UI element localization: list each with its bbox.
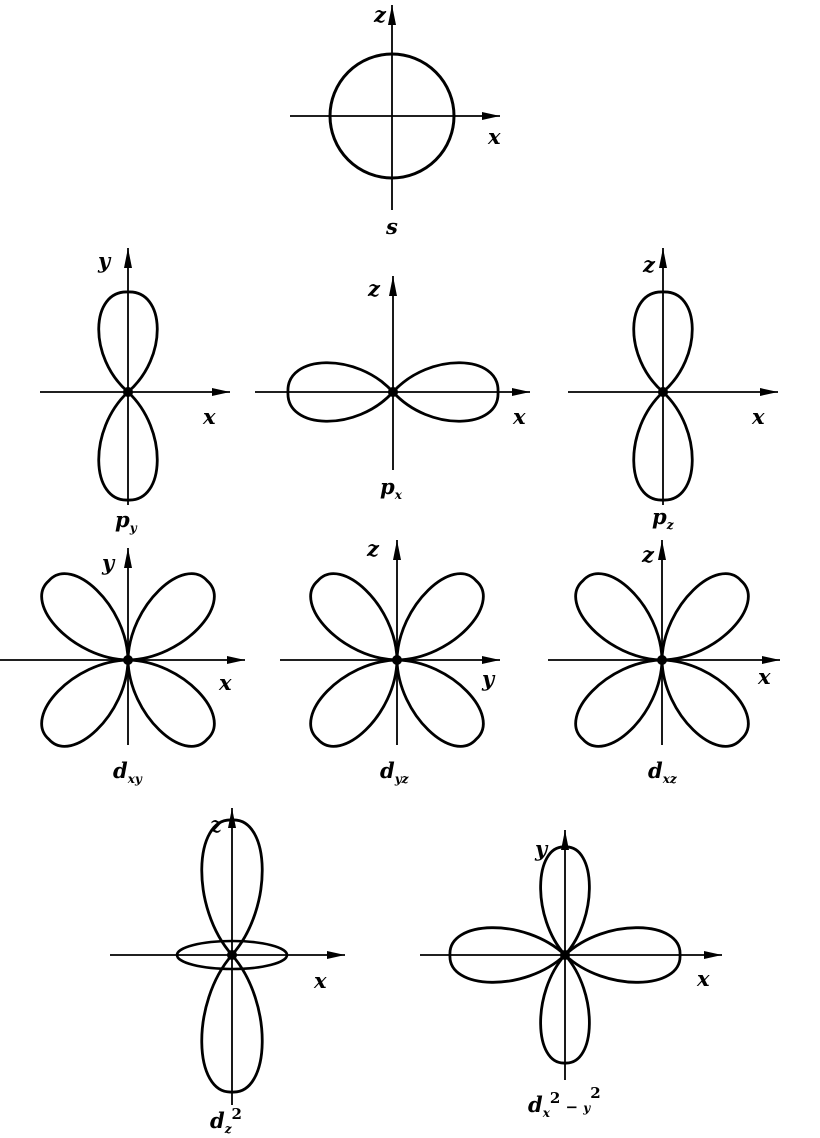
vertical-axis-label: z xyxy=(641,542,655,567)
nucleus-dot xyxy=(227,950,237,960)
orbital-torus xyxy=(175,939,289,971)
horizontal-axis-label: x xyxy=(751,404,765,429)
orbital-label: pz xyxy=(652,504,675,532)
horizontal-axis-label: x xyxy=(512,404,526,429)
orbital-dyz: z y dyz xyxy=(280,536,500,786)
orbital-lobe xyxy=(200,818,264,958)
orbital-dx2y2: y x dx2 − y2 xyxy=(420,830,722,1120)
nucleus-dot xyxy=(388,387,398,397)
orbital-label: dxz xyxy=(648,758,678,786)
orbital-lobe xyxy=(126,658,216,748)
orbital-dxy: y x dxy xyxy=(0,548,245,786)
horizontal-axis-label: y xyxy=(481,666,496,691)
axis-arrow-icon xyxy=(228,808,236,828)
orbital-label: dxy xyxy=(113,758,143,786)
nucleus-dot xyxy=(123,655,133,665)
orbital-lobe xyxy=(97,290,159,394)
axis-arrow-icon xyxy=(762,656,780,664)
orbital-pz: z x pz xyxy=(568,248,778,532)
orbital-lobe xyxy=(286,361,395,423)
nucleus-dot xyxy=(657,655,667,665)
axis-arrow-icon xyxy=(561,830,569,850)
orbital-label: dz2 xyxy=(210,1105,242,1136)
vertical-axis-label: y xyxy=(534,836,549,861)
orbital-lobe xyxy=(539,845,591,958)
axis-arrow-icon xyxy=(124,248,132,268)
vertical-axis-label: z xyxy=(642,252,656,277)
axis-arrow-icon xyxy=(212,388,230,396)
horizontal-axis-label: x xyxy=(487,124,501,149)
axis-arrow-icon xyxy=(482,656,500,664)
orbital-lobe xyxy=(448,926,568,984)
horizontal-axis-label: x xyxy=(757,664,771,689)
orbital-lobe xyxy=(97,390,159,502)
nucleus-dot xyxy=(560,950,570,960)
orbital-label: py xyxy=(115,507,138,535)
orbital-lobe xyxy=(309,658,399,748)
axis-arrow-icon xyxy=(704,951,722,959)
orbital-lobe xyxy=(126,572,216,662)
orbital-lobe xyxy=(40,658,130,748)
orbital-lobe xyxy=(309,572,399,662)
horizontal-axis-label: x xyxy=(313,968,327,993)
axis-arrow-icon xyxy=(389,276,397,296)
orbital-lobe xyxy=(574,658,664,748)
axis-arrow-icon xyxy=(124,548,132,568)
vertical-axis-label: z xyxy=(209,812,223,837)
axis-arrow-icon xyxy=(512,388,530,396)
vertical-axis-label: z xyxy=(366,536,380,561)
orbital-px: z x px xyxy=(255,276,530,502)
vertical-axis-label: z xyxy=(367,276,381,301)
orbital-lobe xyxy=(395,658,485,748)
horizontal-axis-label: x xyxy=(696,966,710,991)
orbital-lobe xyxy=(562,926,682,984)
horizontal-axis-label: x xyxy=(202,404,216,429)
axis-arrow-icon xyxy=(760,388,778,396)
axis-arrow-icon xyxy=(227,656,245,664)
orbital-lobe xyxy=(40,572,130,662)
orbital-lobe xyxy=(632,290,694,394)
axis-arrow-icon xyxy=(393,540,401,560)
orbital-py: y x py xyxy=(40,248,230,535)
nucleus-dot xyxy=(123,387,133,397)
orbital-label: dx2 − y2 xyxy=(528,1084,601,1120)
orbital-lobe xyxy=(574,572,664,662)
orbital-label: dyz xyxy=(380,758,410,786)
orbital-lobe xyxy=(632,390,694,502)
axis-arrow-icon xyxy=(659,248,667,268)
orbital-lobe xyxy=(200,952,264,1094)
orbital-dz2: z x dz2 xyxy=(110,808,345,1136)
orbital-lobe xyxy=(660,572,750,662)
orbital-lobe xyxy=(391,361,500,423)
orbital-label: s xyxy=(385,214,398,239)
orbital-lobe xyxy=(539,952,591,1065)
vertical-axis-label: z xyxy=(373,2,387,27)
nucleus-dot xyxy=(658,387,668,397)
nucleus-dot xyxy=(392,655,402,665)
axis-arrow-icon xyxy=(388,5,396,25)
orbital-dxz: z x dxz xyxy=(548,540,780,786)
orbital-lobe xyxy=(395,572,485,662)
orbital-lobe xyxy=(328,52,456,180)
horizontal-axis-label: x xyxy=(218,670,232,695)
orbital-s: z x s xyxy=(290,2,501,239)
orbital-label: px xyxy=(380,474,403,502)
axis-arrow-icon xyxy=(327,951,345,959)
axis-arrow-icon xyxy=(658,540,666,560)
orbital-lobe xyxy=(660,658,750,748)
vertical-axis-label: y xyxy=(97,248,112,273)
axis-arrow-icon xyxy=(482,112,500,120)
vertical-axis-label: y xyxy=(101,550,116,575)
